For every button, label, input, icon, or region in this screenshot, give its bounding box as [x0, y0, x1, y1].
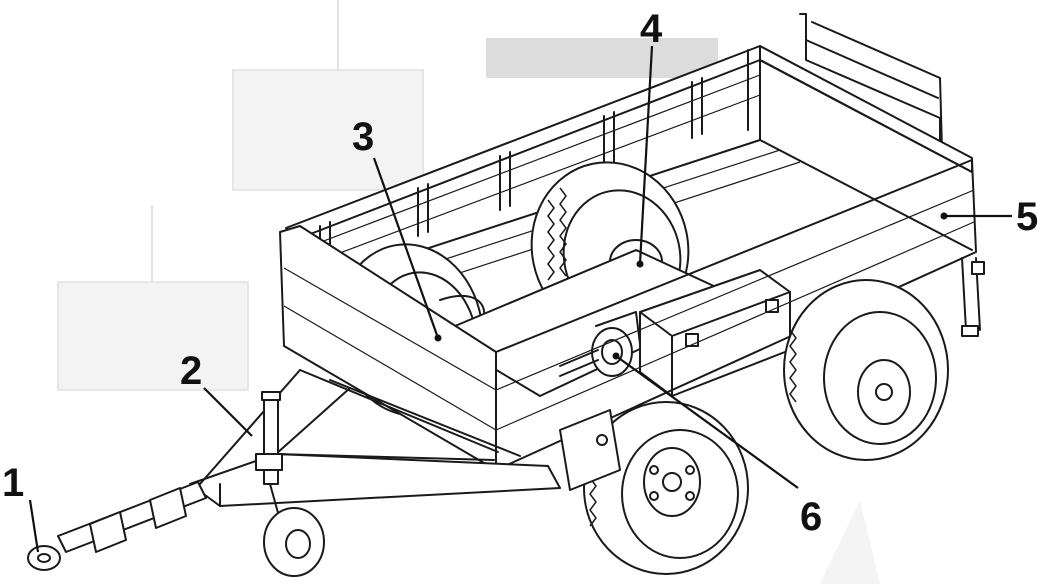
- callout-labels: 1 2 3 4 5 6: [2, 7, 1038, 539]
- axle-bracket: [559, 409, 621, 491]
- jockey-wheel: [255, 391, 325, 577]
- road-wheel-front: [583, 401, 749, 575]
- leader-4: [638, 45, 654, 265]
- callout-2: 2: [180, 349, 202, 393]
- ghost-arrow: [820, 500, 880, 584]
- leader-6: [615, 355, 799, 489]
- leader-1: [28, 499, 40, 553]
- background-ghost-panels: [57, 0, 718, 391]
- hub-assembly: [559, 311, 641, 377]
- ghost-panel-left: [57, 281, 249, 391]
- callout-4: 4: [640, 7, 663, 51]
- bed-front-wall: [279, 159, 985, 471]
- callout-1: 1: [2, 461, 24, 505]
- road-wheel-rear: [783, 279, 949, 461]
- leader-lines: [28, 45, 1012, 553]
- ghost-bar-top: [486, 38, 718, 78]
- ghost-panel-top: [232, 69, 424, 191]
- leader-anchors: [434, 212, 948, 360]
- leader-2: [203, 387, 253, 437]
- callout-3: 3: [352, 115, 374, 159]
- callout-5: 5: [1016, 195, 1038, 239]
- callout-6: 6: [800, 495, 822, 539]
- tool-box: [639, 269, 791, 397]
- hitch-coupling: [27, 481, 207, 571]
- leader-3: [372, 157, 440, 339]
- rear-frame: [799, 13, 981, 337]
